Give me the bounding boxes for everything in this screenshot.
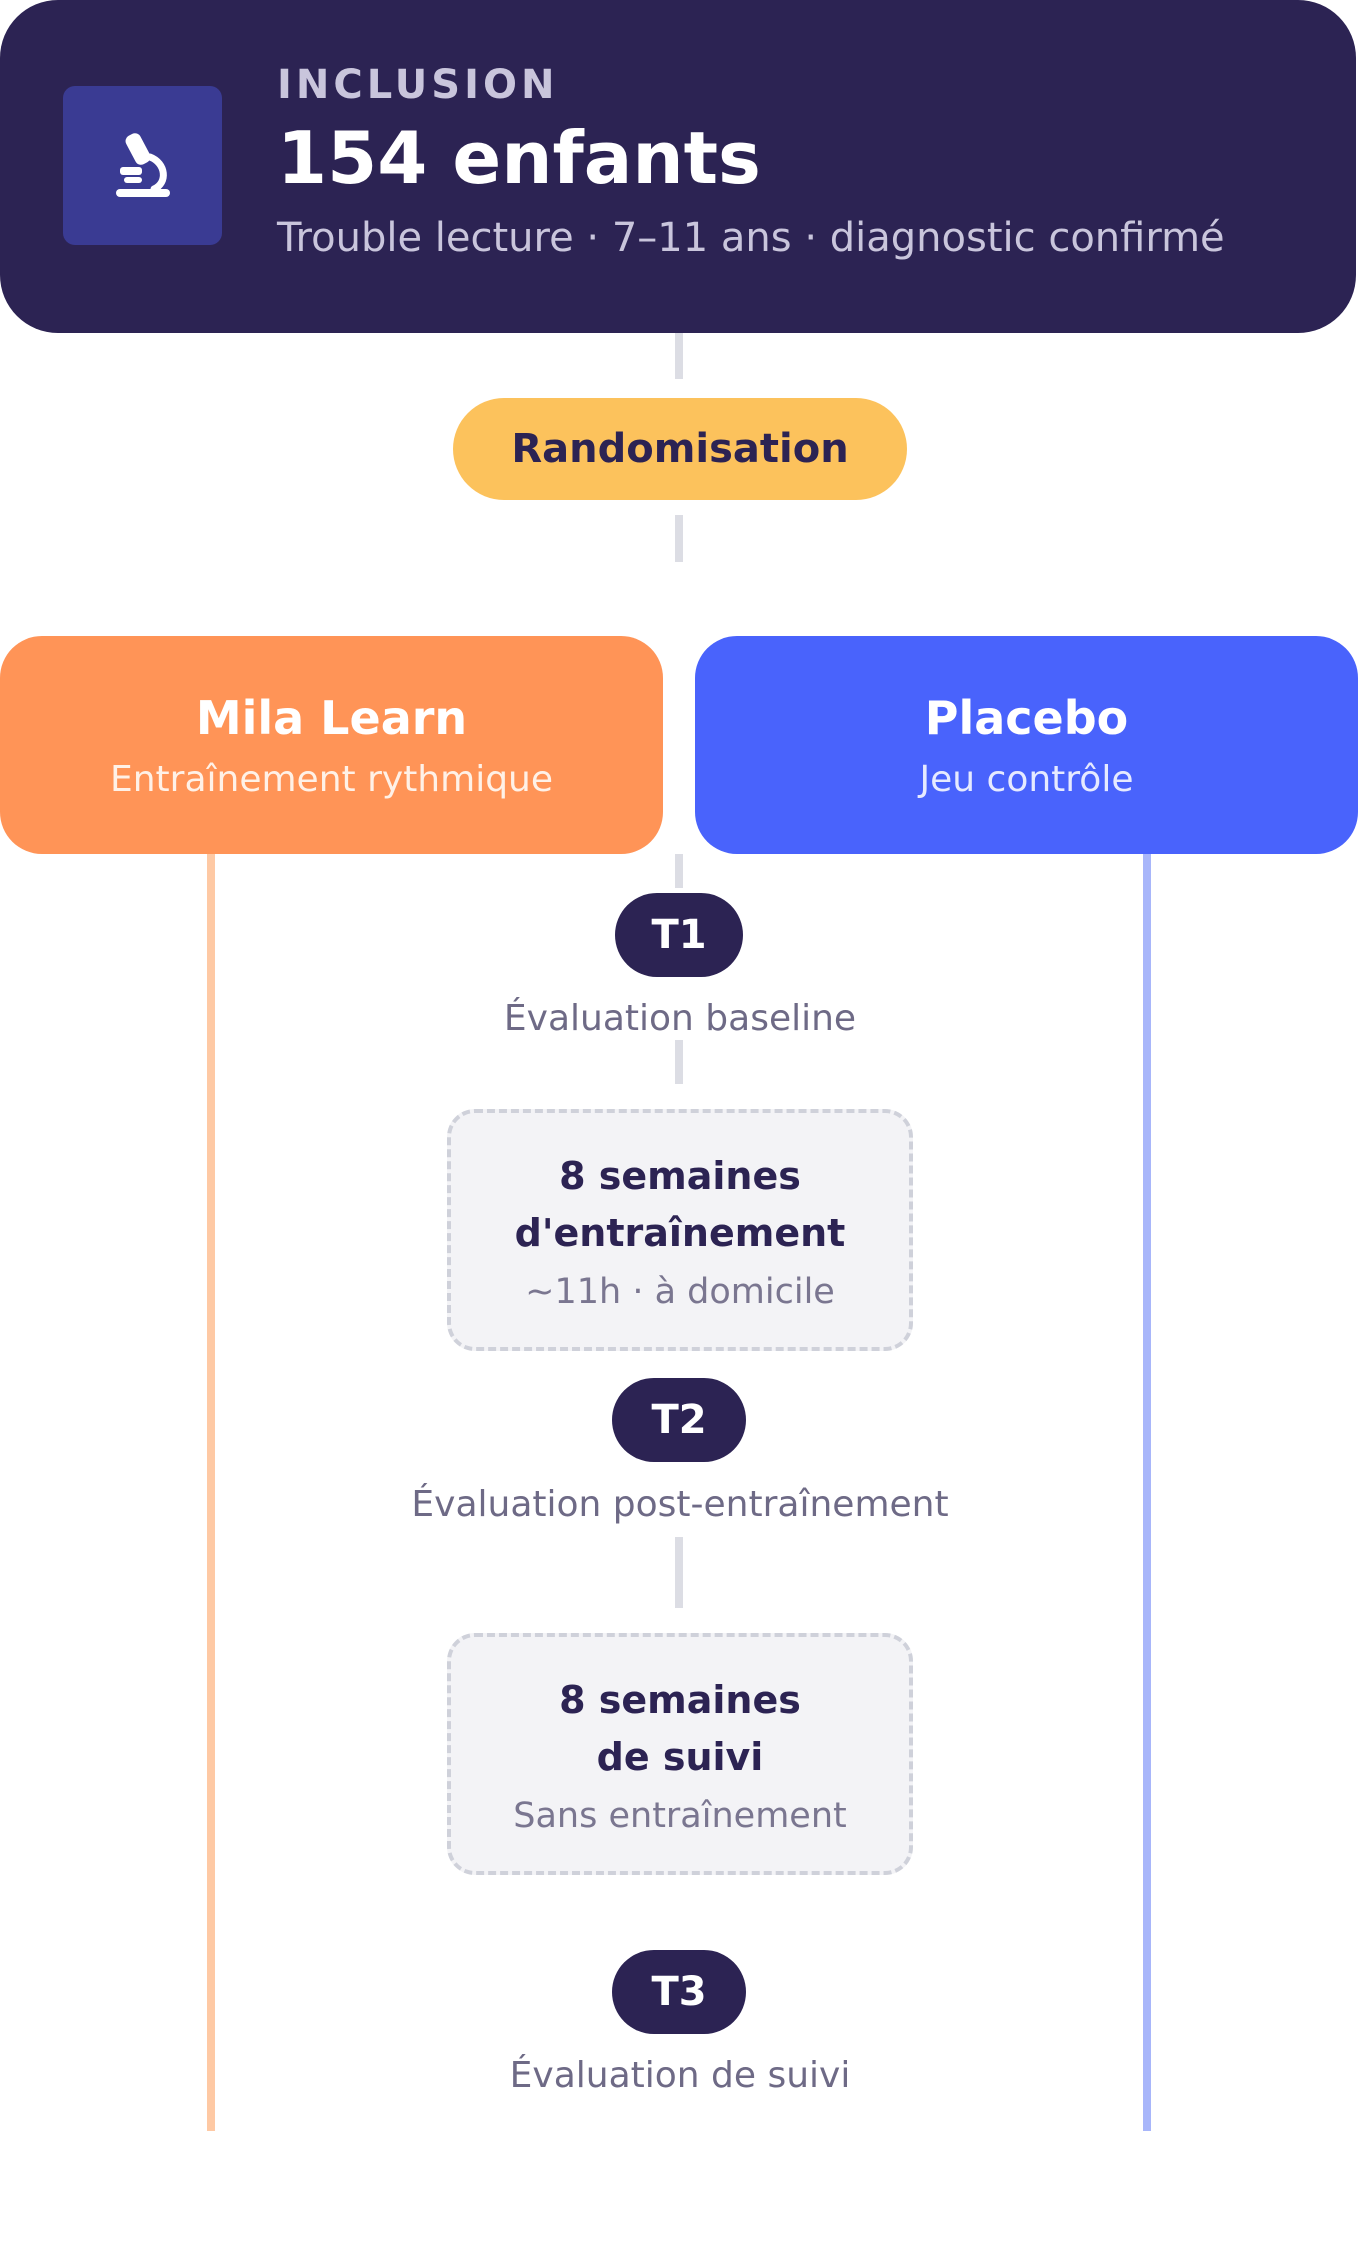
arm-title: Placebo	[924, 690, 1129, 745]
connector-line	[675, 1537, 683, 1608]
phase-subtitle: ~11h · à domicile	[525, 1272, 835, 1312]
timepoint-caption-t2: Évaluation post-entraînement	[411, 1484, 949, 1525]
phase-title-line2: de suivi	[596, 1735, 764, 1779]
arm-placebo: Placebo Jeu contrôle	[695, 636, 1358, 854]
connector-line	[675, 854, 683, 888]
phase-training: 8 semaines d'entraînement ~11h · à domic…	[447, 1109, 913, 1351]
arm-title: Mila Learn	[195, 690, 468, 745]
phase-title-line1: 8 semaines	[559, 1678, 801, 1722]
phase-follow-up: 8 semaines de suivi Sans entraînement	[447, 1633, 913, 1875]
timepoint-caption-t3: Évaluation de suivi	[509, 2055, 851, 2096]
inclusion-label: INCLUSION	[277, 62, 559, 108]
arm-line-mila-learn	[207, 854, 215, 2131]
timepoint-badge-t1: T1	[615, 893, 743, 977]
connector-line	[675, 515, 683, 562]
timepoint-badge-t3: T3	[612, 1950, 746, 2034]
inclusion-title: 154 enfants	[277, 116, 761, 200]
phase-title-line2: d'entraînement	[514, 1211, 846, 1255]
connector-line	[675, 333, 683, 379]
arm-subtitle: Entraînement rythmique	[109, 758, 554, 800]
arm-subtitle: Jeu contrôle	[919, 758, 1134, 800]
arm-mila-learn: Mila Learn Entraînement rythmique	[0, 636, 663, 854]
microscope-icon	[115, 132, 170, 197]
timepoint-badge-t2: T2	[612, 1378, 746, 1462]
timepoint-caption-t1: Évaluation baseline	[503, 998, 857, 1039]
arm-line-placebo	[1143, 854, 1151, 2131]
inclusion-subtitle: Trouble lecture · 7–11 ans · diagnostic …	[277, 215, 1225, 261]
phase-subtitle: Sans entraînement	[513, 1796, 847, 1836]
randomisation-pill: Randomisation	[453, 398, 907, 500]
microscope-icon-box	[63, 86, 222, 245]
phase-title-line1: 8 semaines	[559, 1154, 801, 1198]
inclusion-card: INCLUSION 154 enfants Trouble lecture · …	[0, 0, 1356, 333]
connector-line	[675, 1040, 683, 1084]
